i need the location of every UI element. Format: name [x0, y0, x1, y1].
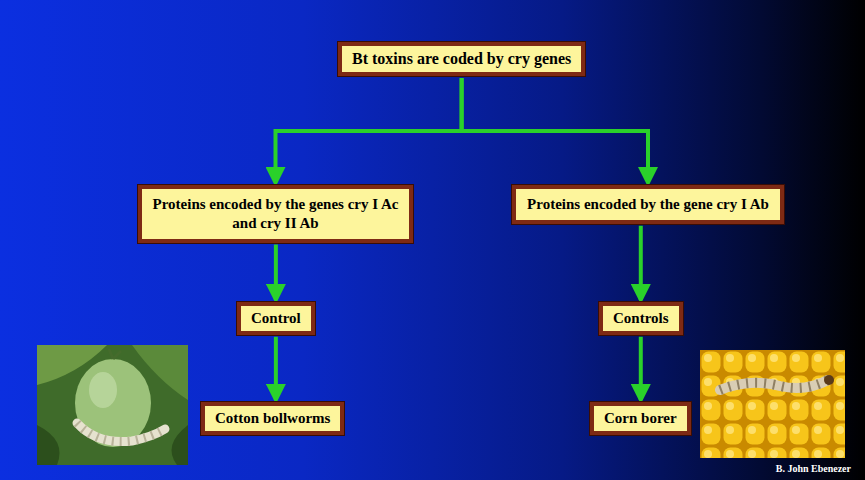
process-box: Controls — [599, 302, 683, 335]
bollworm — [77, 423, 165, 442]
title-box: Bt toxins are coded by cry genes — [338, 42, 585, 76]
arrow-connector — [274, 245, 278, 301]
boll-tip — [109, 349, 121, 359]
author-credit: B. John Ebenezer — [776, 463, 851, 474]
corn-kernels — [700, 350, 845, 458]
corn-borer-photo — [700, 350, 845, 458]
cotton-boll-photo — [37, 345, 188, 465]
arrow-connector — [462, 78, 648, 183]
process-box: Proteins encoded by the genes cry I Ac a… — [138, 185, 413, 243]
leaf — [37, 425, 60, 465]
process-box: Corn borer — [590, 402, 691, 435]
boll-highlight — [89, 372, 117, 408]
corn-borer-larva — [720, 380, 828, 390]
arrow-connector — [276, 78, 462, 183]
arrow-connector — [274, 337, 278, 400]
box-text: Bt toxins are coded by cry genes — [352, 49, 571, 69]
photo-ground — [37, 345, 188, 465]
bollworm-segments — [77, 423, 165, 442]
box-text: Control — [251, 309, 301, 328]
process-box: Control — [237, 302, 315, 335]
arrow-connector — [639, 337, 643, 400]
larva-segments — [720, 380, 828, 390]
box-text: Controls — [613, 309, 669, 328]
box-text: Corn borer — [604, 409, 677, 428]
process-box: Cotton bollworms — [201, 402, 344, 435]
box-text: Proteins encoded by the gene cry I Ab — [526, 195, 770, 214]
leaf — [172, 425, 188, 465]
process-box: Proteins encoded by the gene cry I Ab — [512, 185, 784, 224]
box-text: Proteins encoded by the genes cry I Ac a… — [152, 195, 399, 233]
arrow-connector — [639, 226, 643, 300]
box-text: Cotton bollworms — [215, 409, 330, 428]
larva-head — [824, 375, 834, 385]
